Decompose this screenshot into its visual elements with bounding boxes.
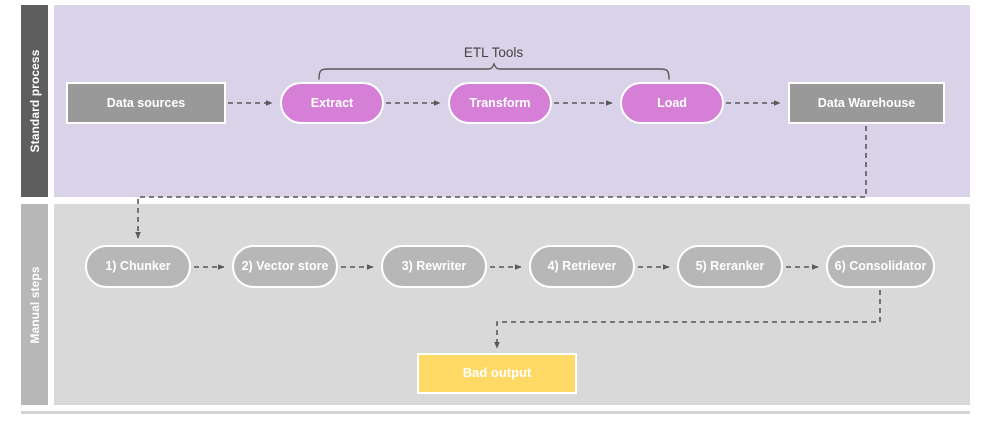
lane-manual-steps-label: Manual steps: [21, 204, 48, 405]
node-load-label: Load: [657, 95, 687, 110]
node-vector-store[interactable]: 2) Vector store: [232, 245, 338, 288]
node-rewriter-label: 3) Rewriter: [401, 259, 467, 274]
node-load[interactable]: Load: [620, 82, 724, 124]
lane-standard-process-label: Standard process: [21, 5, 48, 197]
node-reranker[interactable]: 5) Reranker: [677, 245, 783, 288]
lane-manual-steps-label-text: Manual steps: [27, 265, 42, 344]
node-data-warehouse-label: Data Warehouse: [817, 95, 916, 110]
node-chunker-label: 1) Chunker: [105, 259, 171, 274]
node-consolidator-label: 6) Consolidator: [834, 259, 927, 274]
node-retriever[interactable]: 4) Retriever: [529, 245, 635, 288]
node-reranker-label: 5) Reranker: [695, 259, 765, 274]
node-bad-output-label: Bad output: [462, 365, 532, 381]
node-extract[interactable]: Extract: [280, 82, 384, 124]
node-vector-store-label: 2) Vector store: [241, 259, 329, 274]
bottom-divider-rule: [21, 411, 970, 414]
node-bad-output[interactable]: Bad output: [417, 353, 577, 394]
node-data-sources-label: Data sources: [106, 95, 186, 110]
node-chunker[interactable]: 1) Chunker: [85, 245, 191, 288]
node-transform-label: Transform: [469, 95, 531, 110]
node-consolidator[interactable]: 6) Consolidator: [826, 245, 935, 288]
node-data-warehouse[interactable]: Data Warehouse: [788, 82, 945, 124]
node-extract-label: Extract: [310, 95, 354, 110]
lane-standard-process-label-text: Standard process: [27, 49, 42, 153]
etl-tools-label: ETL Tools: [463, 45, 524, 60]
node-rewriter[interactable]: 3) Rewriter: [381, 245, 487, 288]
node-data-sources[interactable]: Data sources: [66, 82, 226, 124]
node-retriever-label: 4) Retriever: [547, 259, 617, 274]
node-transform[interactable]: Transform: [448, 82, 552, 124]
